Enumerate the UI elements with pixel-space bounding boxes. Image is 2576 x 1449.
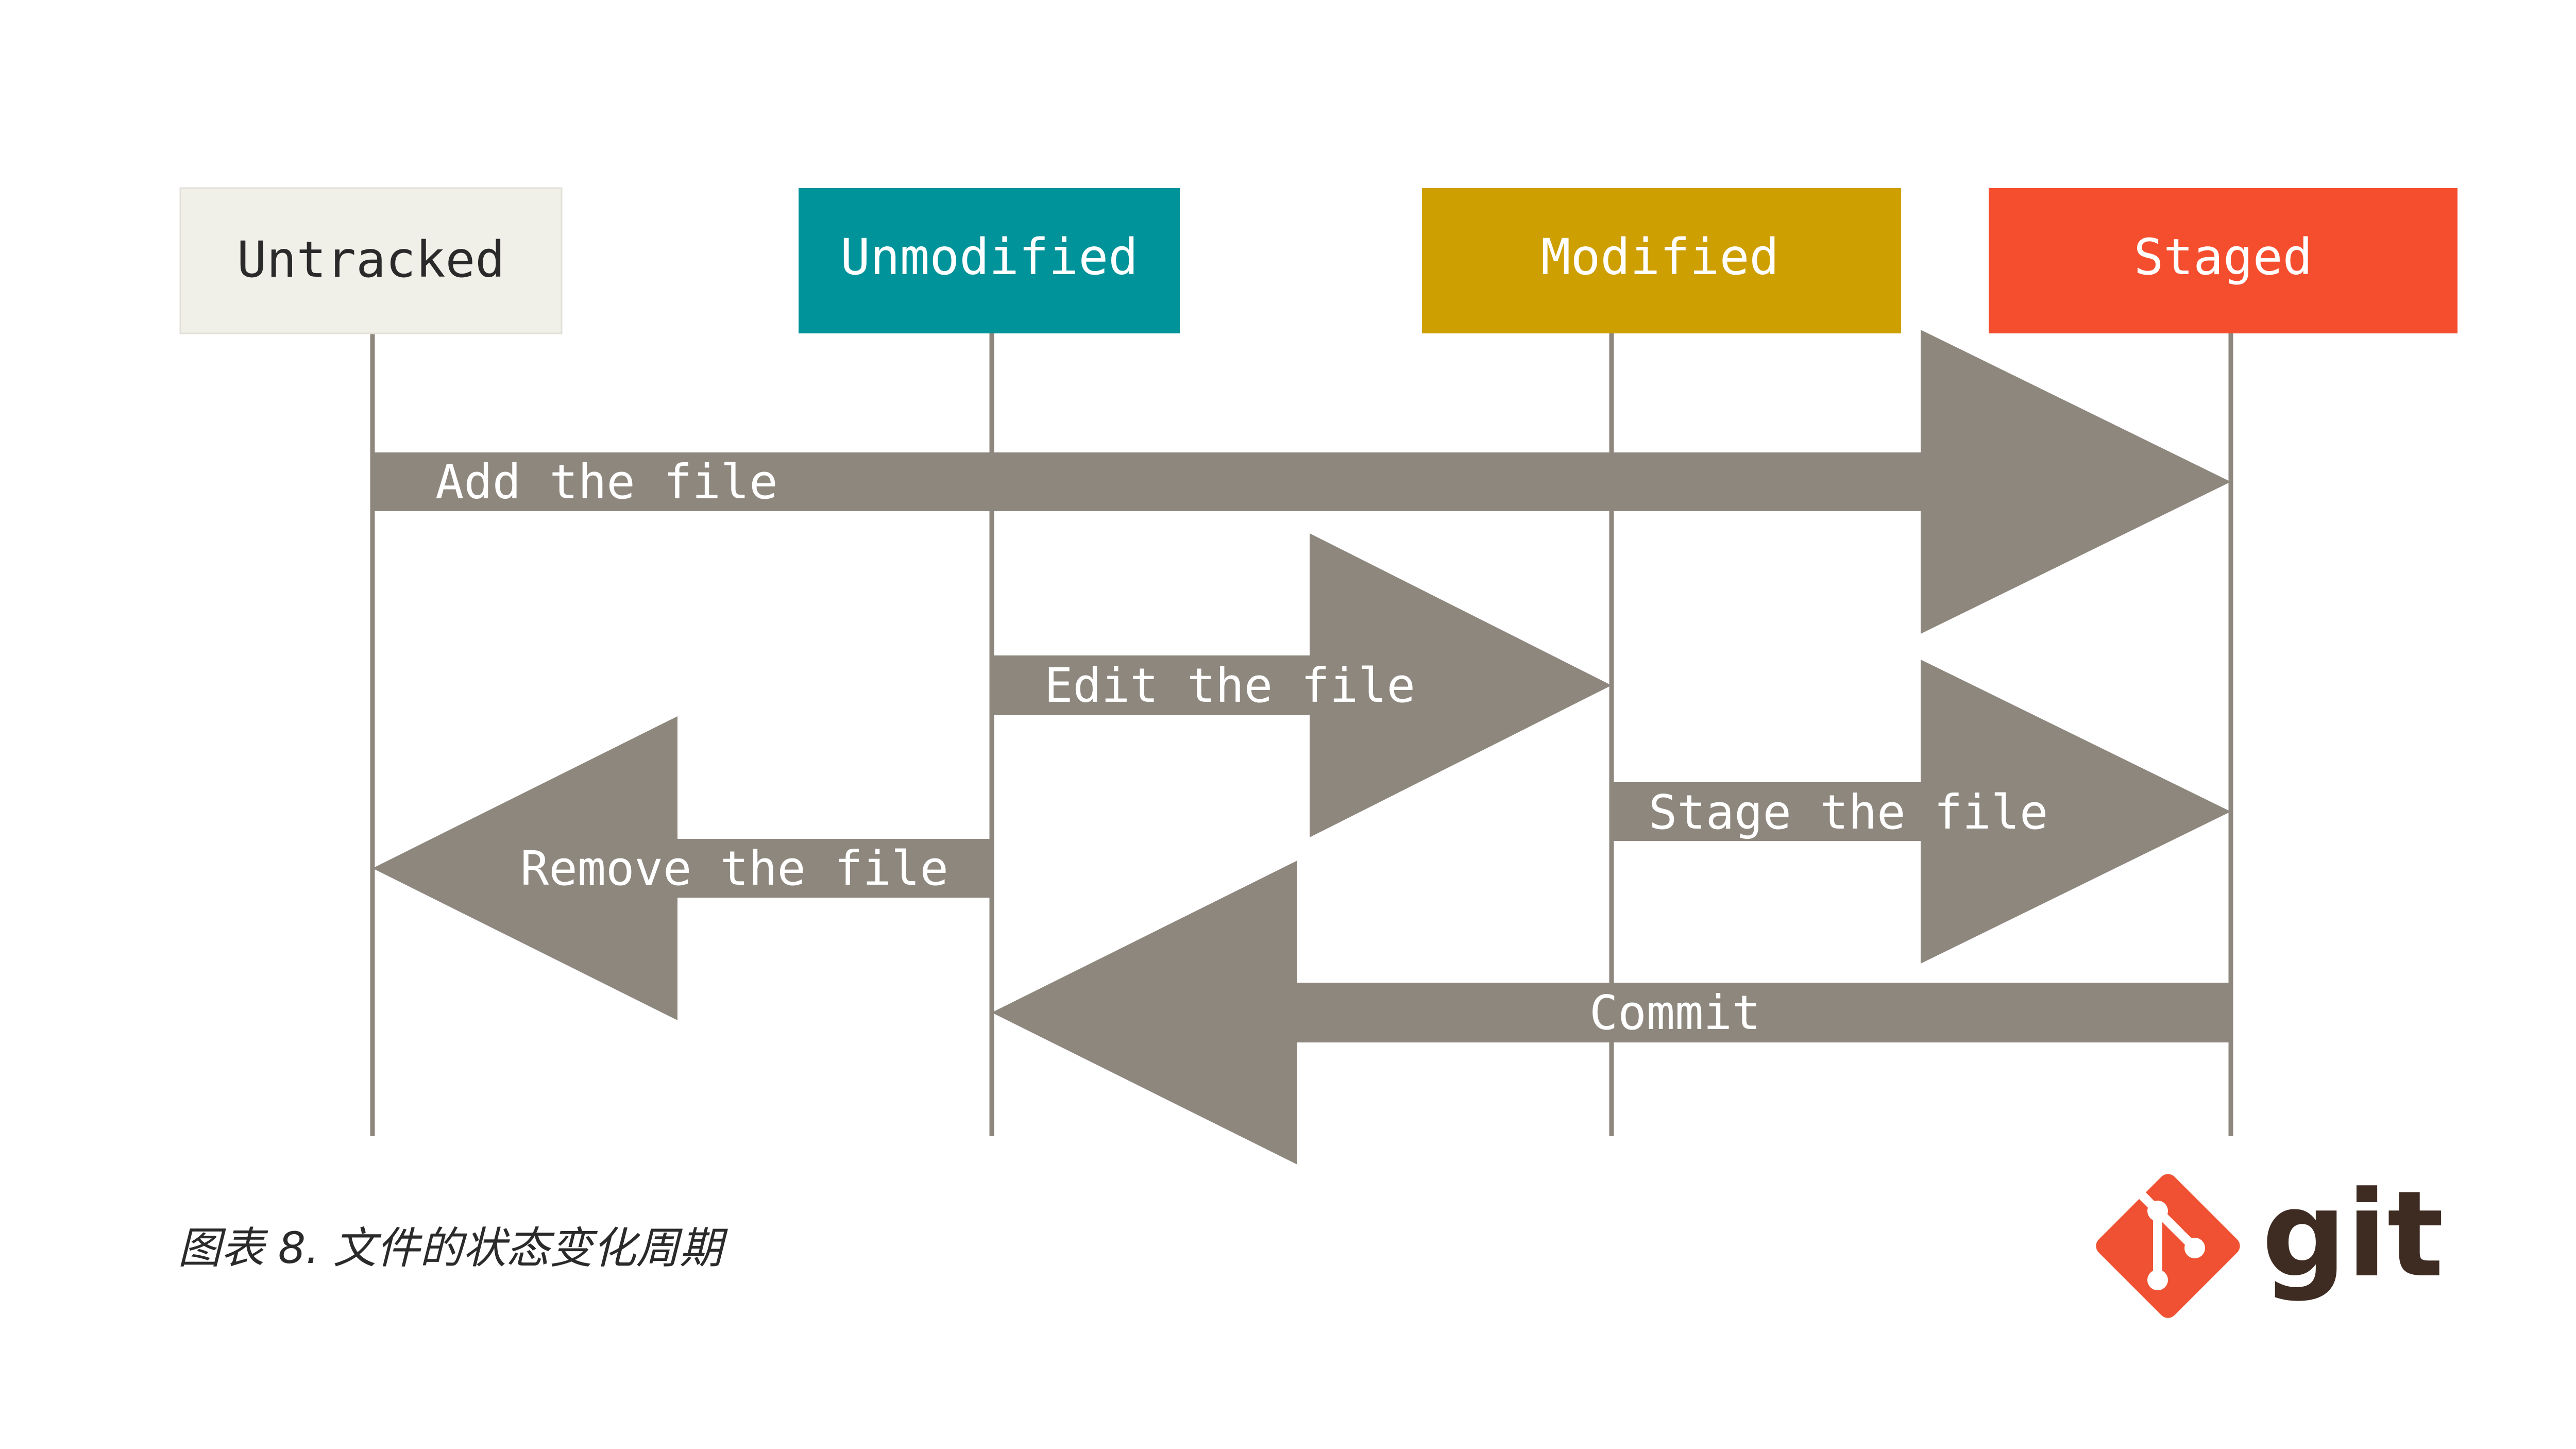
figure-caption: 图表 8. 文件的状态变化周期 bbox=[178, 1223, 723, 1273]
arrow-edit-the-file: Edit the file bbox=[992, 533, 1612, 837]
state-staged: Staged bbox=[1989, 188, 2458, 333]
state-untracked: Untracked bbox=[179, 187, 563, 334]
state-label-staged: Staged bbox=[2134, 228, 2313, 286]
state-box-unmodified bbox=[799, 188, 1180, 333]
git-logo-icon bbox=[2096, 1174, 2240, 1318]
arrow-label-commit: Commit bbox=[1589, 985, 1760, 1040]
arrow-label-stage: Stage the file bbox=[1649, 785, 2048, 840]
state-box-staged bbox=[1989, 188, 2458, 333]
state-modified: Modified bbox=[1422, 188, 1901, 333]
transition-arrows: Add the file Edit the file Remove the fi… bbox=[372, 330, 2231, 1165]
git-logo-text: git bbox=[2262, 1170, 2444, 1304]
state-label-untracked: Untracked bbox=[237, 231, 505, 289]
state-label-unmodified: Unmodified bbox=[840, 228, 1138, 286]
arrow-shape-add bbox=[372, 330, 2231, 634]
arrow-add-the-file: Add the file bbox=[372, 330, 2231, 634]
arrow-label-add: Add the file bbox=[435, 454, 778, 510]
arrow-remove-the-file: Remove the file bbox=[372, 716, 992, 1020]
arrow-shape-remove bbox=[372, 716, 992, 1020]
arrow-label-remove: Remove the file bbox=[520, 841, 948, 896]
state-box-modified bbox=[1422, 188, 1901, 333]
arrow-shape-edit bbox=[992, 533, 1612, 837]
state-box-untracked bbox=[179, 187, 563, 334]
arrow-shape-commit bbox=[992, 861, 2231, 1165]
arrow-commit: Commit bbox=[992, 861, 2231, 1165]
state-unmodified: Unmodified bbox=[799, 188, 1180, 333]
arrow-stage-the-file: Stage the file bbox=[1612, 660, 2231, 964]
git-logo: git bbox=[2096, 1170, 2444, 1318]
arrow-shape-stage bbox=[1612, 660, 2231, 964]
arrow-label-edit: Edit the file bbox=[1044, 658, 1415, 713]
state-label-modified: Modified bbox=[1541, 228, 1779, 286]
state-boxes: Untracked Unmodified Modified Staged bbox=[179, 187, 2458, 334]
